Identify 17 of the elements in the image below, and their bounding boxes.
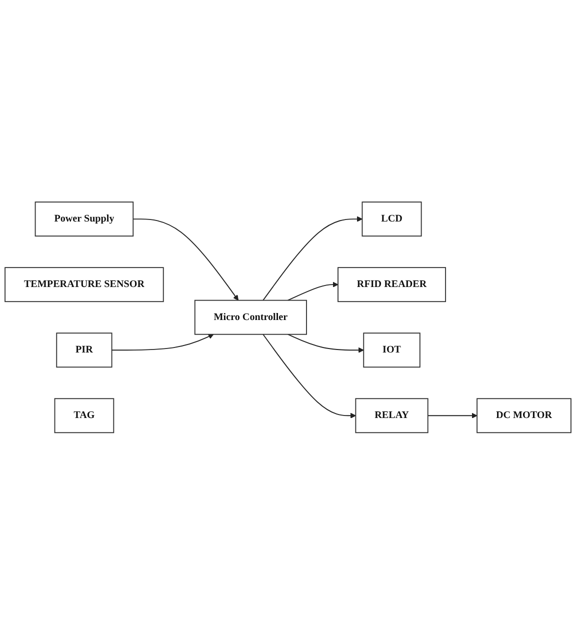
node-box: IOT <box>363 332 420 368</box>
arrow <box>111 334 214 350</box>
node-box: TEMPERATURE SENSOR <box>4 266 164 302</box>
node-box: LCD <box>362 201 422 236</box>
arrow <box>262 334 356 418</box>
node-box: Micro Controller <box>194 300 307 334</box>
node-box: TAG <box>54 398 114 433</box>
node-box: RELAY <box>355 398 428 433</box>
node-box: PIR <box>56 332 112 368</box>
node-box: DC MOTOR <box>476 398 572 433</box>
arrow <box>132 218 239 300</box>
arrow <box>427 412 478 418</box>
arrow <box>287 334 364 353</box>
arrow <box>262 216 362 300</box>
arrow <box>287 281 338 300</box>
node-box: Power Supply <box>34 201 134 236</box>
node-box: RFID READER <box>338 266 446 302</box>
